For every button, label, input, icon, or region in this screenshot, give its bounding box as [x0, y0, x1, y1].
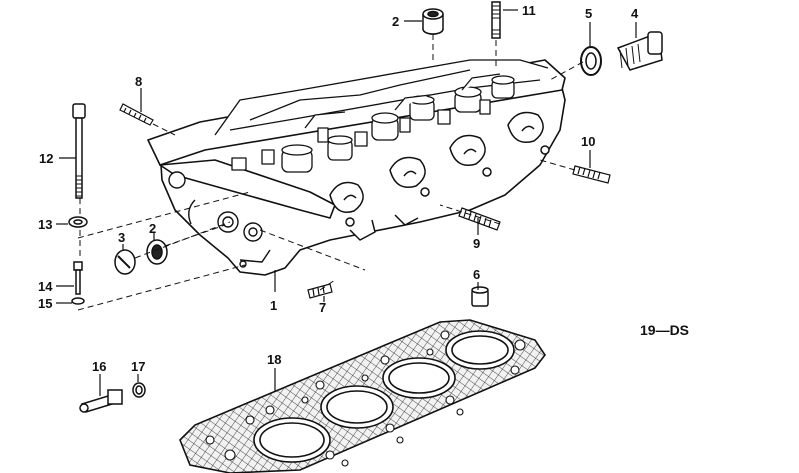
- label-4: 4: [631, 6, 639, 21]
- sealing-washer: [580, 46, 602, 76]
- part-labels: 1 2 2 3 4 5 6 7 8 9 10 11 12 13 14 15 16…: [38, 3, 689, 374]
- head-gasket: [179, 319, 546, 473]
- seal-ring-top: [422, 8, 444, 35]
- cylinder-head: [147, 59, 566, 276]
- label-6: 6: [473, 267, 480, 282]
- label-14: 14: [38, 279, 53, 294]
- screw-plug: [616, 31, 663, 71]
- label-1: 1: [270, 298, 277, 313]
- label-2-top: 2: [392, 14, 399, 29]
- seal-ring-lower: [146, 239, 168, 265]
- label-15: 15: [38, 296, 52, 311]
- small-bolt: [73, 261, 83, 295]
- label-16: 16: [92, 359, 106, 374]
- temperature-fitting: [79, 389, 123, 413]
- label-5: 5: [585, 6, 592, 21]
- label-2-lower: 2: [149, 221, 156, 236]
- label-3: 3: [118, 230, 125, 245]
- bolt-washer: [68, 216, 88, 228]
- label-19-ds: 19—DS: [640, 322, 689, 338]
- stud-left: [119, 103, 154, 126]
- head-bolt: [72, 103, 86, 199]
- stud-top: [491, 1, 501, 39]
- label-13: 13: [38, 217, 52, 232]
- label-9: 9: [473, 236, 480, 251]
- stud-exhaust: [458, 207, 501, 231]
- dowel-sleeve: [471, 286, 489, 307]
- stud-right: [572, 165, 611, 184]
- leader-lines: [56, 9, 637, 396]
- label-10: 10: [581, 134, 595, 149]
- small-washer: [71, 297, 85, 305]
- fitting-washer: [132, 382, 146, 398]
- label-7: 7: [319, 300, 326, 315]
- plug-cap: [114, 249, 136, 275]
- label-12: 12: [39, 151, 53, 166]
- label-11: 11: [522, 3, 536, 18]
- stud-small: [307, 283, 333, 299]
- label-17: 17: [131, 359, 145, 374]
- label-18: 18: [267, 352, 281, 367]
- label-8: 8: [135, 74, 142, 89]
